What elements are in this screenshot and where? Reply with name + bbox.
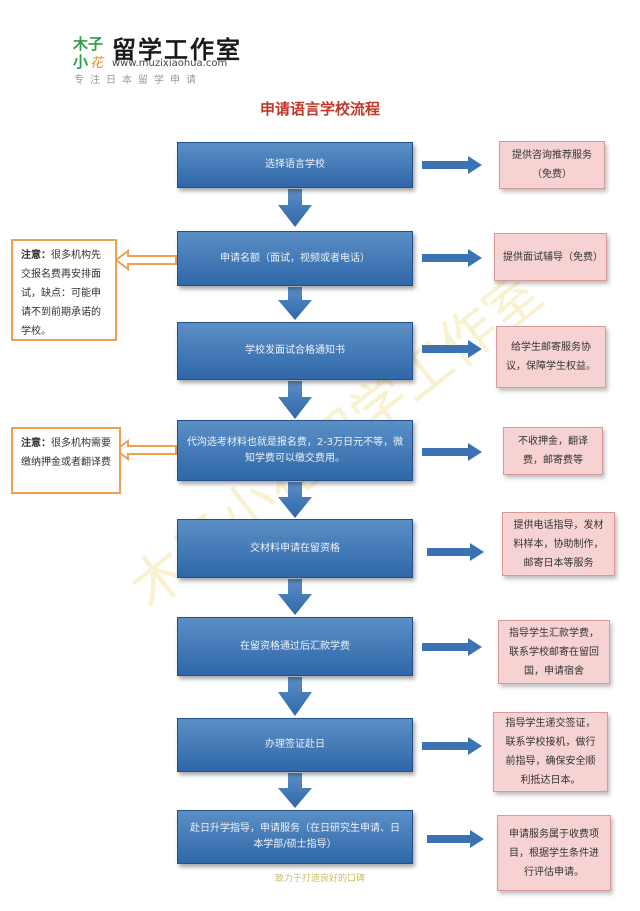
service-note: 指导学生汇款学费，联系学校邮寄在留回国，申请宿舍 — [498, 620, 610, 684]
step-label: 赴日升学指导，申请服务（在日研究生申请、日本学部/硕士指导） — [190, 823, 400, 850]
footer-slogan: 致力于打造良好的口碑 — [274, 874, 365, 884]
service-label: 提供咨询推荐服务（免费） — [512, 150, 592, 180]
warning-box: 注意：很多机构需要缴纳押金或者翻译费 — [11, 427, 121, 494]
step-registration-fee: 代沟选考材料也就是报名费，2-3万日元不等，微知学费可以缴交费用。 — [177, 420, 413, 481]
service-note: 提供面试辅导（免费） — [494, 233, 607, 281]
brand-slogan: 专注日本留学申请 — [74, 75, 202, 86]
down-arrow-icon — [278, 287, 312, 320]
right-arrow-icon — [422, 443, 482, 461]
step-label: 在留资格通过后汇款学费 — [240, 640, 350, 652]
svg-text:木子: 木子 — [72, 35, 103, 53]
right-arrow-icon — [422, 249, 482, 267]
right-arrow-icon — [422, 340, 482, 358]
service-label: 指导学生递交签证，联系学校接机，做行前指导，确保安全顺利抵达日本。 — [505, 718, 596, 786]
down-arrow-icon — [278, 773, 312, 808]
service-note: 不收押金，翻译费，邮寄费等 — [503, 427, 603, 475]
right-arrow-icon — [422, 638, 482, 656]
step-pay-tuition: 在留资格通过后汇款学费 — [177, 617, 413, 676]
svg-text:花: 花 — [90, 56, 105, 69]
warning-box: 注意：很多机构先交报名费再安排面试，缺点：可能申请不到前期承诺的学校。 — [11, 239, 117, 341]
right-arrow-icon — [422, 156, 482, 174]
step-label: 代沟选考材料也就是报名费，2-3万日元不等，微知学费可以缴交费用。 — [186, 436, 404, 464]
step-arrival-guidance: 赴日升学指导，申请服务（在日研究生申请、日本学部/硕士指导） — [177, 810, 413, 864]
warning-label: 注意： — [21, 438, 51, 449]
service-label: 指导学生汇款学费，联系学校邮寄在留回国，申请宿舍 — [509, 627, 599, 677]
step-residence-application: 交材料申请在留资格 — [177, 519, 413, 578]
service-note: 申请服务属于收费项目，根据学生条件进行评估申请。 — [497, 815, 611, 891]
right-arrow-icon — [422, 737, 482, 755]
warning-text: 很多机构先交报名费再安排面试，缺点：可能申请不到前期承诺的学校。 — [21, 250, 101, 337]
step-apply-quota: 申请名额（面试，视频或者电话） — [177, 231, 413, 286]
down-arrow-icon — [278, 579, 312, 615]
right-arrow-icon — [427, 543, 484, 561]
svg-text:小: 小 — [73, 53, 88, 69]
service-note: 给学生邮寄服务协议，保障学生权益。 — [496, 326, 606, 388]
step-interview-pass: 学校发面试合格通知书 — [177, 322, 413, 380]
step-choose-school: 选择语言学校 — [177, 142, 413, 188]
left-arrow-icon — [114, 249, 177, 271]
warning-text: 很多机构需要缴纳押金或者翻译费 — [21, 438, 111, 468]
down-arrow-icon — [278, 482, 312, 518]
step-label: 交材料申请在留资格 — [250, 542, 340, 554]
service-note: 指导学生递交签证，联系学校接机，做行前指导，确保安全顺利抵达日本。 — [493, 712, 608, 792]
down-arrow-icon — [278, 189, 312, 227]
step-label: 学校发面试合格通知书 — [245, 345, 345, 356]
brand-url: www.muzixiaohua.com — [112, 58, 228, 69]
service-label: 不收押金，翻译费，邮寄费等 — [518, 436, 588, 466]
step-label: 选择语言学校 — [265, 159, 325, 170]
down-arrow-icon — [278, 381, 312, 419]
service-note: 提供咨询推荐服务（免费） — [499, 141, 605, 189]
warning-label: 注意： — [21, 250, 51, 261]
service-note: 提供电话指导，发材料样本，协助制作，邮寄日本等服务 — [502, 512, 615, 576]
left-arrow-icon — [114, 439, 177, 461]
service-label: 申请服务属于收费项目，根据学生条件进行评估申请。 — [509, 828, 599, 878]
step-visa: 办理签证赴日 — [177, 718, 413, 772]
right-arrow-icon — [427, 830, 484, 848]
brand-logo-icon: 木子 小 花 — [72, 33, 108, 69]
service-label: 提供电话指导，发材料样本，协助制作，邮寄日本等服务 — [513, 519, 604, 569]
service-label: 给学生邮寄服务协议，保障学生权益。 — [506, 342, 596, 372]
step-label: 申请名额（面试，视频或者电话） — [220, 252, 370, 264]
brand-name: 留学工作室 — [112, 36, 242, 64]
step-label: 办理签证赴日 — [265, 739, 325, 750]
down-arrow-icon — [278, 677, 312, 716]
service-label: 提供面试辅导（免费） — [503, 251, 603, 263]
page-title: 申请语言学校流程 — [259, 100, 380, 118]
